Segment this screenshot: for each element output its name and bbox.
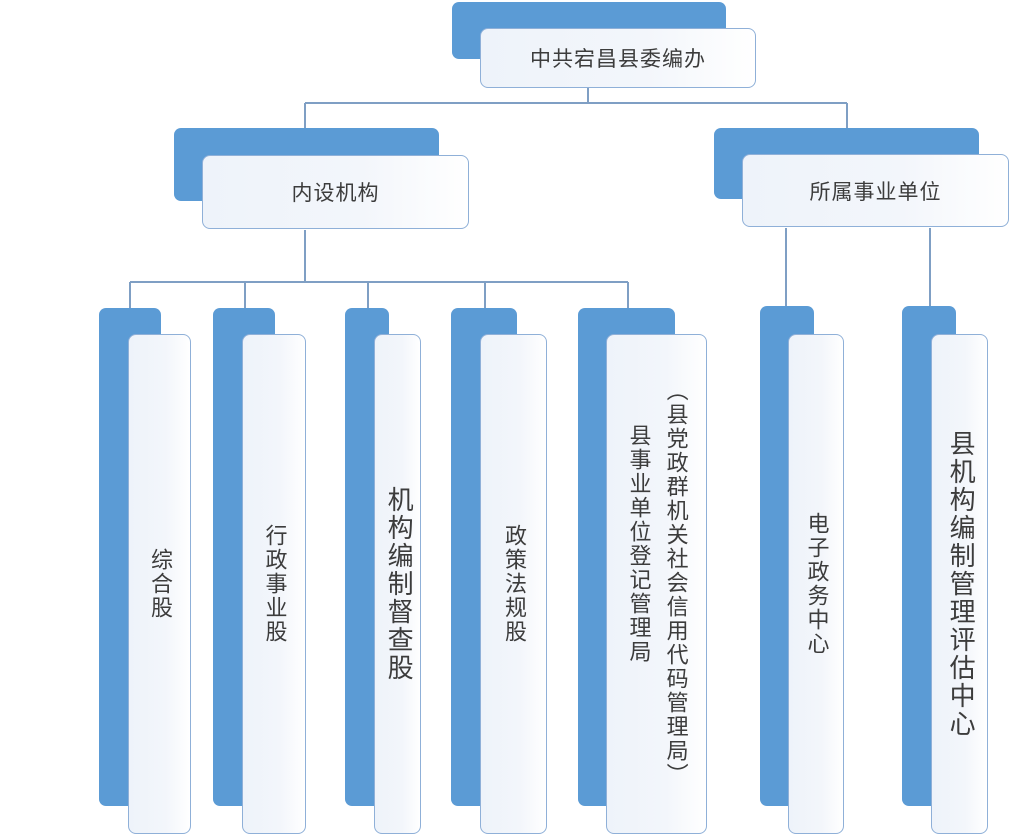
child-node-label: 政策法规股 (501, 524, 527, 644)
unit-node-box[interactable]: 电子政务中心 (788, 334, 844, 834)
child-node-label: 机构编制督查股 (383, 486, 414, 682)
root-node-label: 中共宕昌县委编办 (530, 47, 706, 71)
branch-node-label: 内设机构 (291, 181, 380, 205)
child-node-label: 行政事业股 (261, 524, 287, 644)
child-node-box[interactable]: 机构编制督查股 (374, 334, 421, 834)
root-node-box[interactable]: 中共宕昌县委编办 (480, 28, 756, 88)
child-node-box[interactable]: 政策法规股 (480, 334, 547, 834)
child-node-box[interactable]: （县党政群机关社会信用代码管理局） 县事业单位登记管理局 (606, 334, 707, 834)
unit-node-box[interactable]: 县机构编制管理评估中心 (931, 334, 988, 834)
branch-node-label: 所属事业单位 (809, 179, 942, 204)
branch-node-box[interactable]: 所属事业单位 (742, 154, 1009, 227)
child-node-label: 综合股 (147, 548, 173, 620)
child-node-box[interactable]: 综合股 (128, 334, 191, 834)
child-node-text-columns: （县党政群机关社会信用代码管理局） 县事业单位登记管理局 (625, 379, 688, 787)
child-node-label: 县事业单位登记管理局 (625, 424, 651, 664)
branch-node-box[interactable]: 内设机构 (202, 155, 469, 229)
child-node-note: （县党政群机关社会信用代码管理局） (662, 379, 688, 787)
unit-node-label: 电子政务中心 (803, 512, 829, 656)
child-node-box[interactable]: 行政事业股 (242, 334, 306, 834)
unit-node-label: 县机构编制管理评估中心 (945, 430, 976, 738)
